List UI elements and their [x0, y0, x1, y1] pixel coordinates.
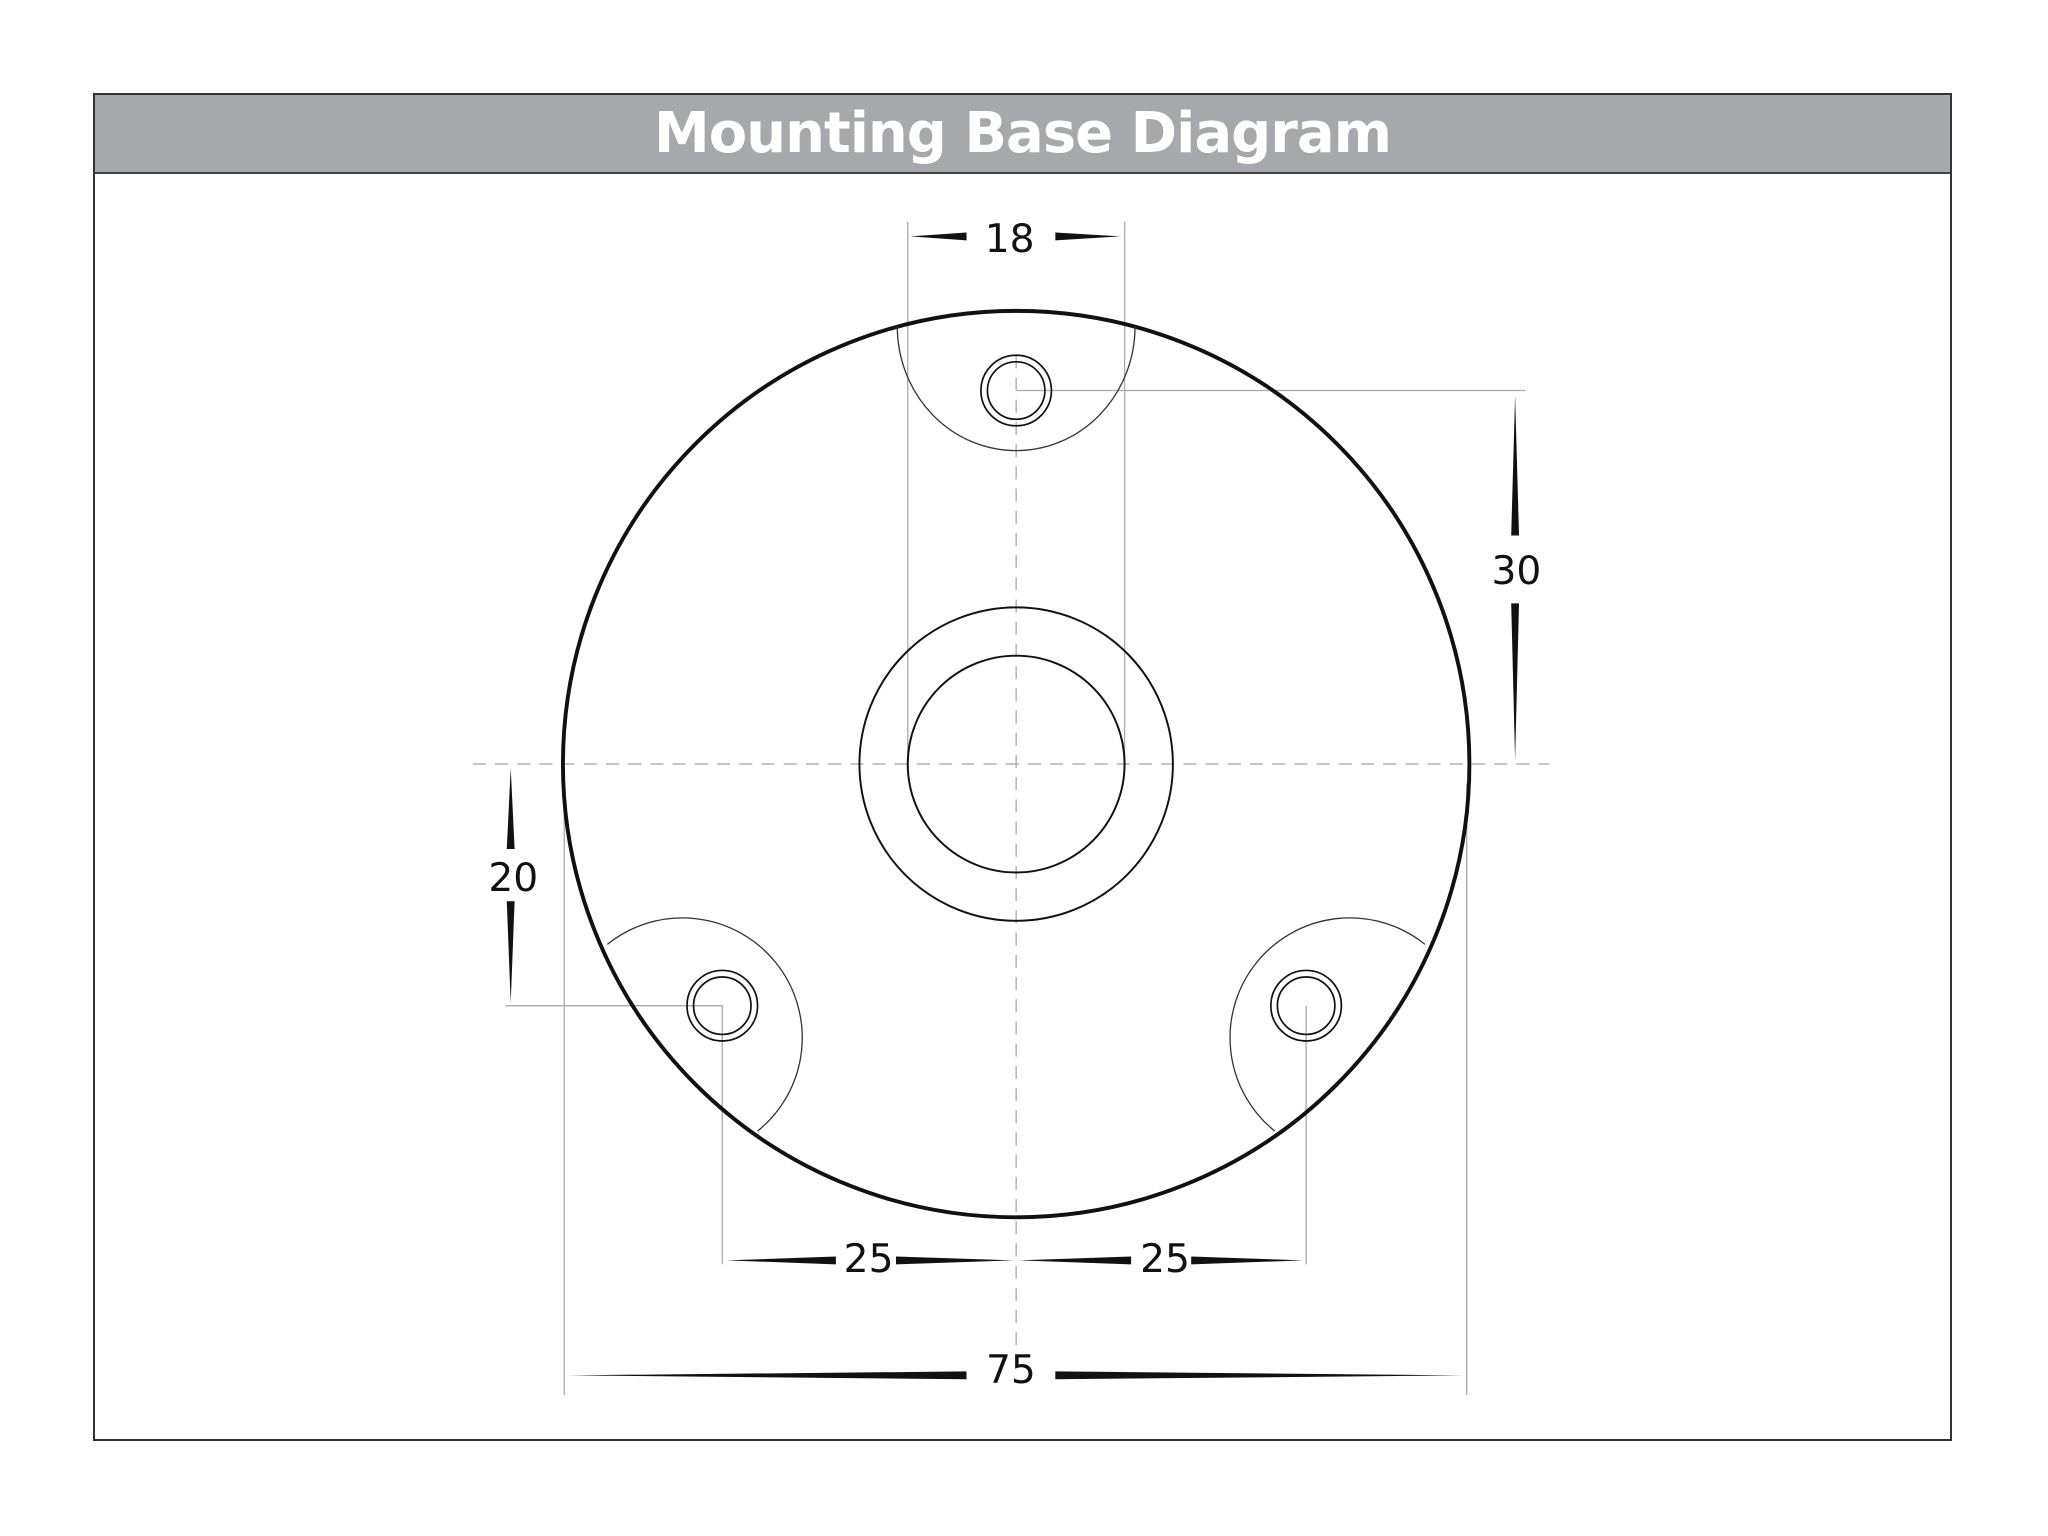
dim-arrow	[1018, 1256, 1132, 1265]
dim-arrow	[910, 232, 967, 241]
dim-arrow	[1055, 1371, 1463, 1380]
center-hole	[906, 654, 1126, 874]
dimension-label-25-left: 25	[844, 1237, 894, 1282]
dim-arrow	[506, 768, 515, 849]
top-screw-hole	[980, 354, 1053, 427]
left-screw-hole-inner	[692, 976, 752, 1036]
dim-arrow	[726, 1256, 836, 1265]
dim-arrow	[1511, 395, 1520, 536]
dimension-label-75: 75	[986, 1348, 1036, 1393]
dim-arrow	[896, 1256, 1014, 1265]
top-screw-hole-inner	[986, 360, 1046, 421]
title-bar: Mounting Base Diagram	[95, 95, 1950, 174]
dim-arrow	[1191, 1256, 1304, 1265]
right-boss-arc	[1229, 917, 1426, 1132]
dimension-label-18: 18	[985, 217, 1035, 262]
dimension-label-20: 20	[488, 856, 538, 901]
dim-arrow	[1055, 232, 1121, 241]
diagram-frame: Mounting Base Diagram	[93, 93, 1952, 1441]
dim-arrow	[1511, 603, 1520, 761]
dim-arrow	[506, 901, 515, 1004]
top-boss-arc	[896, 326, 1136, 452]
right-screw-hole	[1270, 969, 1343, 1042]
right-screw-hole-inner	[1276, 976, 1336, 1036]
base-outline	[560, 308, 1472, 1220]
left-boss-arc	[606, 917, 803, 1132]
dimension-label-30: 30	[1491, 549, 1541, 594]
left-screw-hole	[686, 969, 759, 1042]
dimension-label-25-right: 25	[1140, 1237, 1190, 1282]
center-ring-outer	[858, 606, 1174, 922]
dim-arrow	[568, 1371, 967, 1380]
diagram-title: Mounting Base Diagram	[654, 101, 1392, 166]
